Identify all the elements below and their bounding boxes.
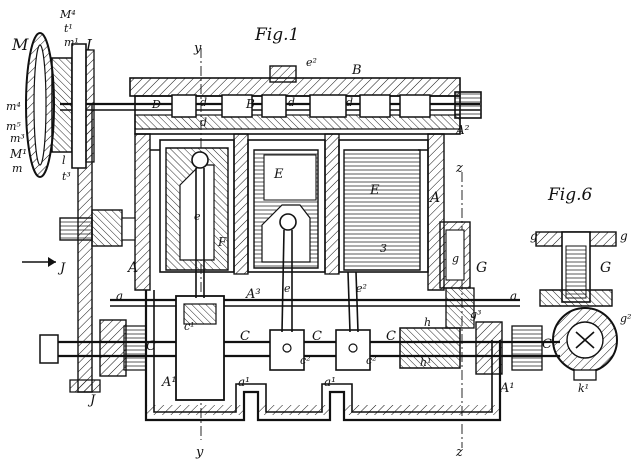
crankcase-floor <box>144 290 502 422</box>
inlet-nozzle <box>59 209 136 247</box>
label-m3: m³ <box>10 132 25 145</box>
label-A1-left: A¹ <box>161 375 177 390</box>
gear-icon <box>25 32 95 178</box>
label-d1: d <box>200 96 207 109</box>
label-m: m <box>12 162 22 175</box>
label-G-fig6: G <box>600 260 611 276</box>
crankshaft-icon <box>39 295 560 401</box>
label-D: D <box>151 98 161 111</box>
label-h1: h¹ <box>420 356 432 369</box>
label-e2-top: e² <box>306 56 317 69</box>
label-c-mid: c² <box>300 354 311 367</box>
cylinder-divider-1 <box>233 133 249 275</box>
label-M: M <box>11 35 29 54</box>
label-a1-left: a¹ <box>238 375 250 389</box>
label-e2-right: e² <box>356 282 367 295</box>
label-l: l <box>62 154 66 167</box>
label-e-center: e <box>284 282 291 295</box>
label-C1: C <box>240 329 250 344</box>
fig6-title: Fig.6 <box>547 185 593 205</box>
label-G: G <box>476 260 487 276</box>
cylinder-right <box>338 139 429 273</box>
label-h: h <box>424 316 431 329</box>
label-A3: A³ <box>245 287 261 302</box>
label-M1: M¹ <box>9 147 27 161</box>
label-z-bottom: z <box>455 445 463 460</box>
label-B-top: B <box>351 63 362 78</box>
label-g-fig6-right: g <box>620 229 628 243</box>
label-m4: m⁴ <box>6 100 21 113</box>
connecting-rods <box>195 168 359 333</box>
label-z-top: z <box>455 161 463 176</box>
bottom-bracket <box>69 379 101 393</box>
label-J-bottom: J <box>87 393 96 408</box>
label-I: I <box>85 36 93 54</box>
label-e-left: e <box>194 210 201 223</box>
label-c-right: c² <box>366 354 377 367</box>
label-d3: d <box>346 96 353 109</box>
fig1-title: Fig.1 <box>254 25 299 45</box>
label-M4: M⁴ <box>59 8 76 21</box>
label-C3: C <box>386 329 396 344</box>
label-a-right: a <box>510 289 517 303</box>
label-A1-right: A¹ <box>499 381 515 396</box>
valve-plate <box>134 114 461 130</box>
label-t3: t³ <box>62 170 71 183</box>
label-d2: d <box>288 96 295 109</box>
label-a-left: a <box>116 289 123 303</box>
label-three: 3 <box>380 242 387 255</box>
label-a1-right: a¹ <box>324 375 336 389</box>
label-C-right: C <box>542 337 552 352</box>
fig1-engine <box>22 32 560 448</box>
label-k1: k¹ <box>578 382 589 395</box>
label-A2: A² <box>455 123 470 137</box>
label-g2: g² <box>620 312 631 325</box>
camshaft-collars <box>171 91 482 119</box>
label-F: F <box>217 235 227 249</box>
label-J-mid: J <box>57 261 66 276</box>
cylinder-left <box>159 139 235 273</box>
label-C-left: C <box>146 339 156 354</box>
top-boss <box>269 65 297 83</box>
label-E-right: E <box>369 183 380 198</box>
labels: Fig.1 Fig.6 M M⁴ t¹ m¹ I m⁴ m⁵ m³ M¹ m l… <box>6 8 631 460</box>
valve-box <box>439 221 475 329</box>
label-m5: m⁵ <box>6 120 21 133</box>
fig6-section <box>535 231 618 381</box>
label-A-right: A <box>428 190 440 206</box>
label-g-fig1: g <box>452 252 459 265</box>
label-c1: c¹ <box>184 320 195 333</box>
label-E-center: E <box>273 167 284 182</box>
label-y-bottom: y <box>195 445 204 460</box>
label-t1: t¹ <box>64 22 73 35</box>
label-B-shaft: B <box>245 97 255 111</box>
cylinder-divider-2 <box>324 133 340 275</box>
arrow-icon <box>22 257 56 267</box>
label-C2: C <box>312 329 322 344</box>
cylinder-center <box>247 139 326 273</box>
label-d4: d <box>200 116 207 129</box>
label-m1: m¹ <box>64 36 79 49</box>
label-g3: g³ <box>470 308 481 321</box>
label-A-left: A <box>126 260 138 276</box>
label-y-top: y <box>193 41 202 56</box>
label-g-fig6-left: g <box>530 229 538 243</box>
